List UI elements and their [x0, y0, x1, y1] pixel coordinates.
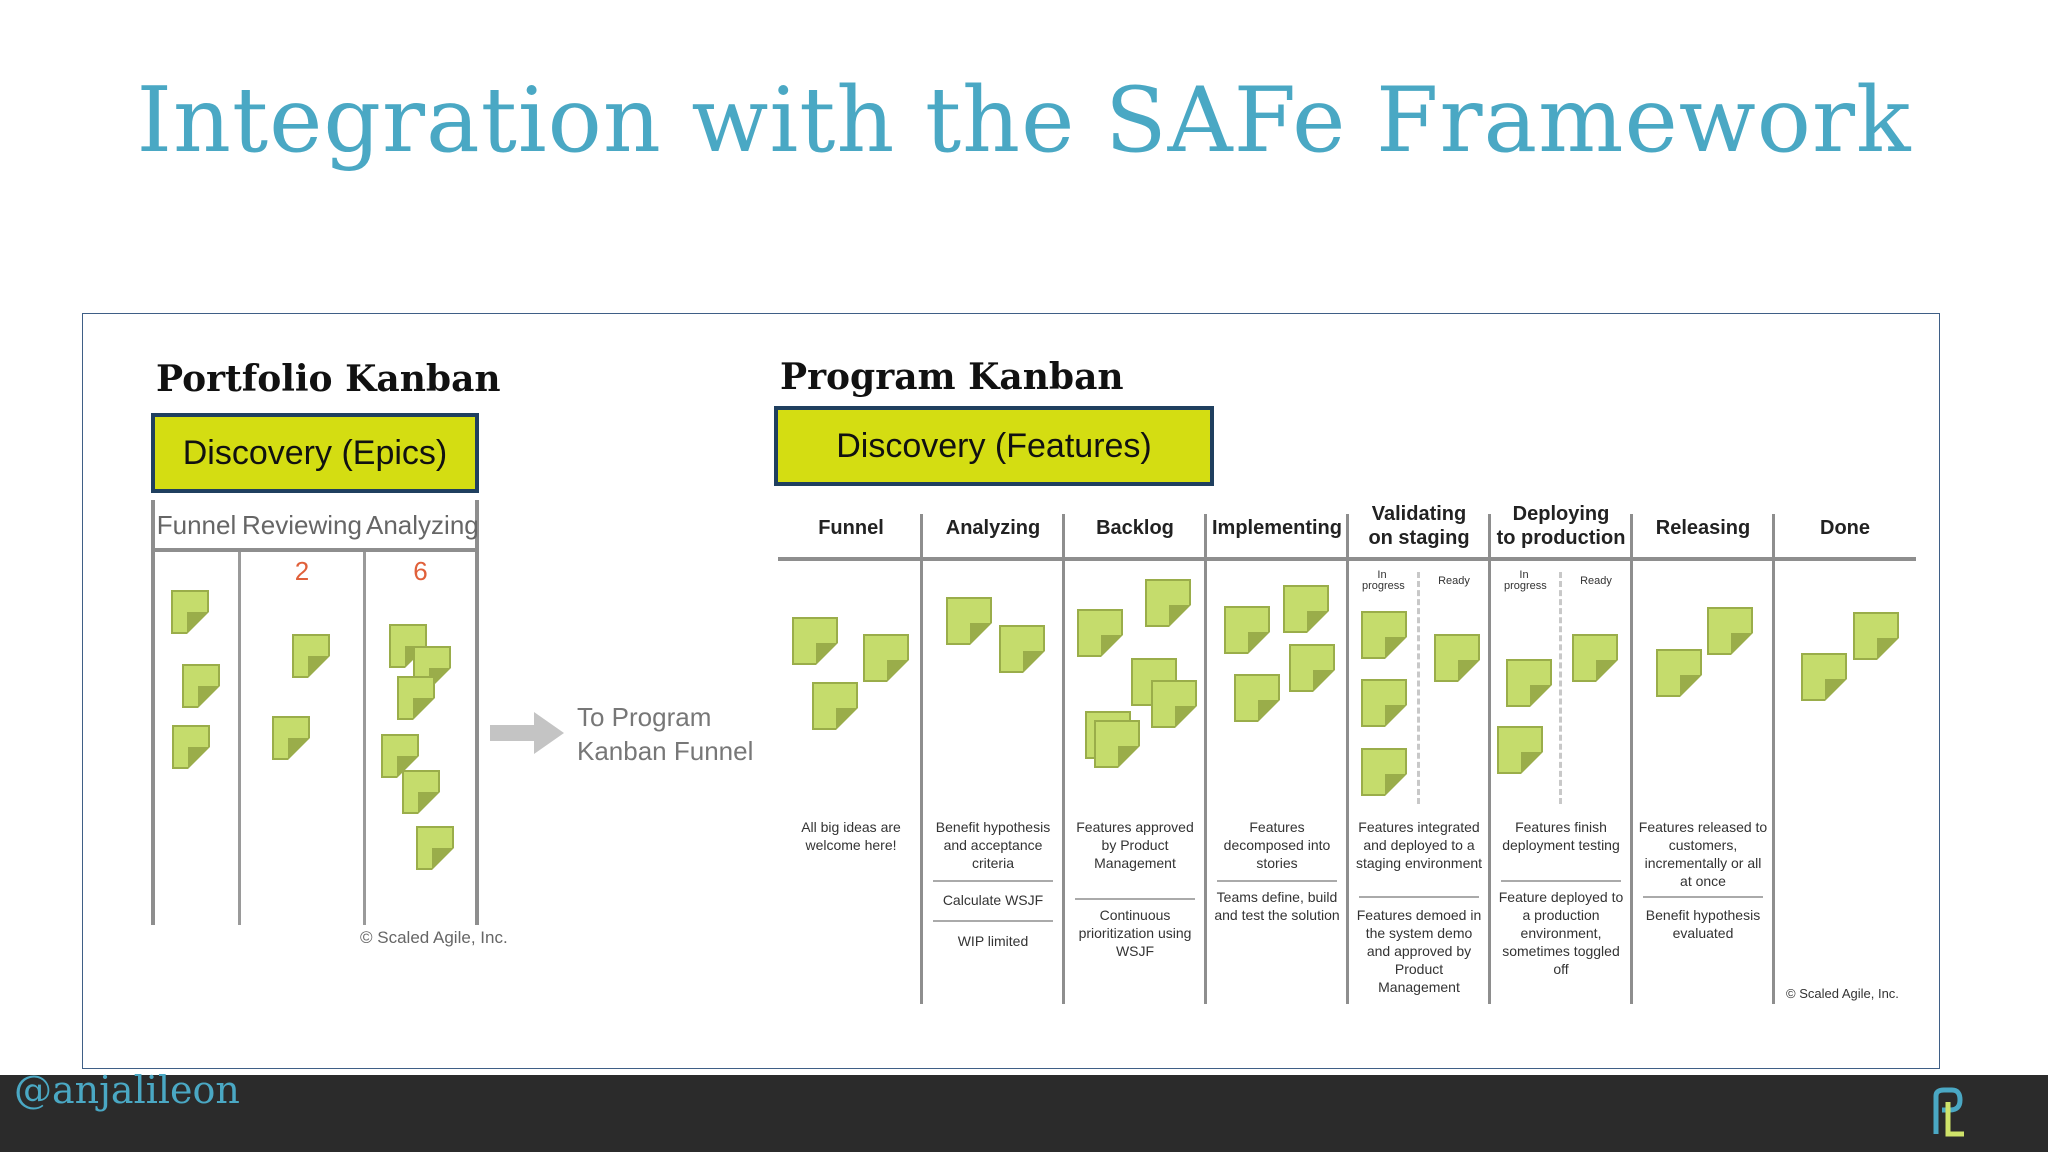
- program-discovery-label: Discovery (Features): [774, 406, 1214, 486]
- feature-card: [863, 634, 909, 682]
- epic-card: [182, 664, 220, 708]
- feature-card: [999, 625, 1045, 673]
- feature-card: [1145, 579, 1191, 627]
- logo-icon: [1933, 1087, 1964, 1137]
- feature-card: [1707, 607, 1753, 655]
- to-program-label: To Program Kanban Funnel: [577, 702, 754, 766]
- feature-card: [1361, 679, 1407, 727]
- feature-card: [1224, 606, 1270, 654]
- program-col-backlog: Backlog: [1096, 517, 1174, 539]
- program-col-funnel: Funnel: [818, 517, 884, 539]
- program-col-done: Done: [1820, 517, 1870, 539]
- feature-card: [1656, 649, 1702, 697]
- program-copyright: © Scaled Agile, Inc.: [1786, 986, 1899, 1001]
- analyzing-wip: WIP limited: [957, 933, 1029, 949]
- feature-card: [1497, 726, 1543, 774]
- analyzing-wsjf: Calculate WSJF: [942, 892, 1044, 908]
- deploying-production: Feature deployed to a production environ…: [1498, 889, 1624, 977]
- portfolio-col-reviewing: Reviewing: [242, 510, 362, 540]
- implementing-teams: Teams define, build and test the solutio…: [1214, 889, 1340, 923]
- feature-card: [792, 617, 838, 665]
- program-heading: Program Kanban: [780, 356, 1124, 398]
- feature-card: [1506, 659, 1552, 707]
- epic-card: [292, 634, 330, 678]
- feature-card: [1853, 612, 1899, 660]
- epic-card: [402, 770, 440, 814]
- portfolio-col-funnel: Funnel: [156, 510, 237, 540]
- slide-title: Integration with the SAFe Framework: [136, 68, 1912, 173]
- feature-card: [946, 597, 992, 645]
- feature-card: [1283, 585, 1329, 633]
- feature-card: [1077, 609, 1123, 657]
- program-col-analyzing: Analyzing: [945, 517, 1041, 539]
- program-col-releasing: Releasing: [1655, 517, 1751, 539]
- feature-card: [1572, 634, 1618, 682]
- portfolio-copyright: © Scaled Agile, Inc.: [360, 928, 508, 947]
- feature-card: [1094, 720, 1140, 768]
- epic-card: [172, 725, 210, 769]
- analyzing-description: Benefit hypothesis and acceptance criter…: [935, 819, 1051, 871]
- epic-card: [272, 716, 310, 760]
- validating-demo: Features demoed in the system demo and a…: [1356, 907, 1482, 995]
- funnel-description: All big ideas are welcome here!: [801, 819, 901, 853]
- feature-card: [1801, 653, 1847, 701]
- portfolio-heading: Portfolio Kanban: [156, 358, 501, 400]
- feature-card: [1361, 611, 1407, 659]
- feature-card: [1361, 748, 1407, 796]
- feature-card: [1434, 634, 1480, 682]
- releasing-hypothesis: Benefit hypothesis evaluated: [1645, 907, 1761, 941]
- validating-subcol-ready: Ready: [1438, 575, 1470, 587]
- arrow-right-icon: [490, 712, 564, 754]
- deploying-subcol-ready: Ready: [1580, 575, 1612, 587]
- twitter-handle: @anjalileon: [14, 1068, 240, 1112]
- feature-card: [1151, 680, 1197, 728]
- feature-card: [812, 682, 858, 730]
- portfolio-col-analyzing: Analyzing: [366, 510, 479, 540]
- epic-card: [397, 676, 435, 720]
- epic-card: [416, 826, 454, 870]
- feature-card: [1289, 644, 1335, 692]
- epic-card: [171, 590, 209, 634]
- footer-bar: [0, 1075, 2048, 1152]
- portfolio-count-reviewing: 2: [294, 556, 310, 586]
- implementing-description: Features decomposed into stories: [1223, 819, 1331, 871]
- portfolio-discovery-label: Discovery (Epics): [151, 413, 479, 493]
- validating-description: Features integrated and deployed to a st…: [1355, 819, 1483, 871]
- backlog-description: Features approved by Product Management: [1076, 819, 1194, 871]
- releasing-description: Features released to customers, incremen…: [1638, 819, 1768, 889]
- deploying-description: Features finish deployment testing: [1502, 819, 1620, 853]
- feature-card: [1234, 674, 1280, 722]
- backlog-prioritization: Continuous prioritization using WSJF: [1078, 907, 1192, 959]
- portfolio-count-analyzing: 6: [413, 556, 428, 586]
- program-col-implementing: Implementing: [1211, 517, 1342, 539]
